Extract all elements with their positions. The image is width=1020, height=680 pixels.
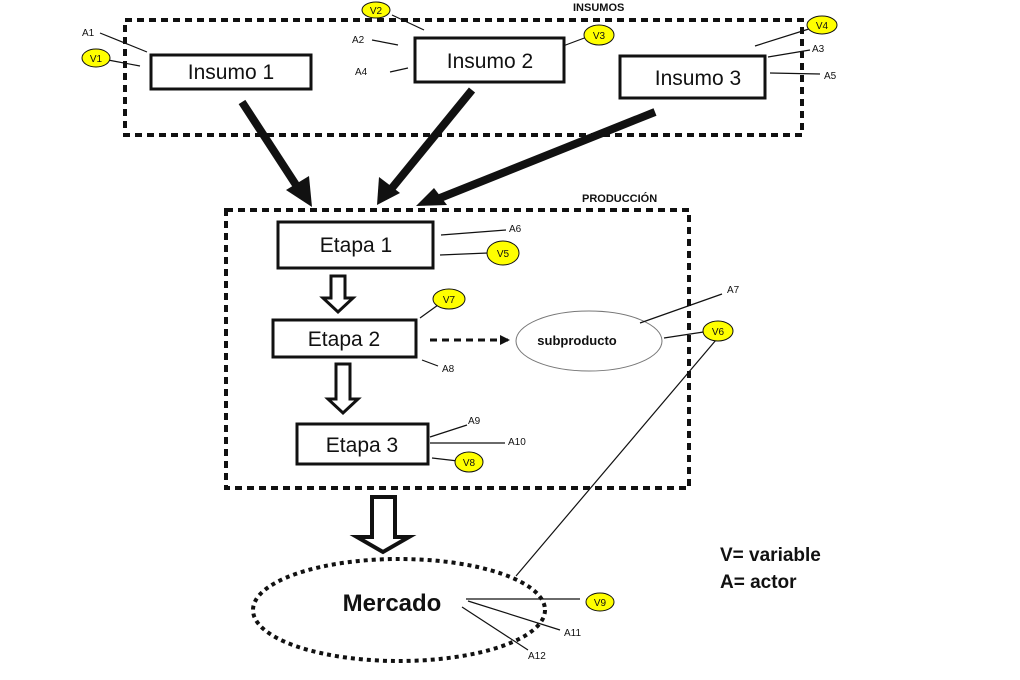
variable-v1-badge (81, 48, 111, 68)
connector-lines (99, 14, 821, 651)
variable-v8-badge (454, 451, 484, 473)
actor-a10: A10 (508, 437, 526, 448)
variable-v9-badge (585, 592, 615, 612)
actor-a4: A4 (355, 67, 368, 78)
etapa-2-label: Etapa 2 (308, 328, 380, 351)
variable-v8: V8 (463, 458, 476, 469)
etapa-2-to-3-arrow (324, 362, 362, 416)
variable-badges (81, 1, 838, 612)
variable-v7: V7 (443, 295, 456, 306)
actor-a6: A6 (509, 224, 522, 235)
variable-v6-badge (702, 320, 734, 342)
variable-v4-badge (806, 15, 838, 35)
etapa-3-box: Etapa 3 (295, 422, 430, 466)
produccion-section-title: PRODUCCIÓN (582, 192, 657, 205)
mercado-label: Mercado (343, 590, 442, 617)
actor-a5: A5 (824, 71, 837, 82)
etapa-3-to-mercado-arrow (349, 495, 417, 555)
variable-v3-badge (583, 24, 615, 46)
actor-a3: A3 (812, 44, 825, 55)
variable-v6: V6 (712, 327, 725, 338)
variable-v9: V9 (594, 598, 607, 609)
insumo-2-arrow (377, 87, 476, 205)
etapa-3-label: Etapa 3 (326, 434, 398, 457)
actor-labels: A1 A2 A3 A4 A5 A6 A7 A8 A9 A10 A11 A12 (82, 28, 837, 662)
variable-v2: V2 (370, 6, 383, 17)
etapa-1-box: Etapa 1 (276, 220, 435, 270)
legend: V= variable A= actor (720, 545, 821, 593)
subproducto-label: subproducto (537, 333, 616, 348)
insumo-2-box: Insumo 2 (413, 36, 566, 84)
actor-a7: A7 (727, 285, 740, 296)
subproducto-ellipse: subproducto (515, 310, 663, 372)
insumos-section-frame (123, 18, 804, 137)
variable-v3: V3 (593, 31, 606, 42)
legend-variable: V= variable (720, 545, 821, 566)
actor-a12: A12 (528, 651, 546, 662)
etapa-2-box: Etapa 2 (271, 318, 418, 359)
etapa-1-to-2-arrow (319, 274, 357, 315)
variable-v1: V1 (90, 54, 103, 65)
actor-a2: A2 (352, 35, 365, 46)
insumo-1-box: Insumo 1 (149, 53, 313, 91)
insumos-section-title: INSUMOS (573, 2, 624, 14)
insumo-3-label: Insumo 3 (655, 67, 741, 90)
variable-v4: V4 (816, 21, 829, 32)
variable-v7-badge (432, 288, 466, 310)
variable-v5: V5 (497, 249, 510, 260)
insumo-3-box: Insumo 3 (618, 54, 767, 100)
insumo-1-label: Insumo 1 (188, 61, 274, 84)
actor-a8: A8 (442, 364, 455, 375)
actor-a1: A1 (82, 28, 95, 39)
etapa-1-label: Etapa 1 (320, 234, 392, 257)
legend-actor: A= actor (720, 572, 797, 593)
produccion-section-frame (224, 208, 691, 490)
actor-a9: A9 (468, 416, 481, 427)
variable-v5-badge (486, 240, 520, 266)
actor-a11: A11 (564, 628, 581, 639)
insumo-2-label: Insumo 2 (447, 50, 533, 73)
variable-labels: V1 V2 V3 V4 V5 V6 V7 V8 V9 (90, 6, 829, 609)
variable-v2-badge (361, 1, 391, 19)
insumo-1-arrow (238, 99, 312, 207)
insumo-3-arrow (416, 108, 657, 206)
mercado-ellipse: Mercado (251, 557, 547, 663)
